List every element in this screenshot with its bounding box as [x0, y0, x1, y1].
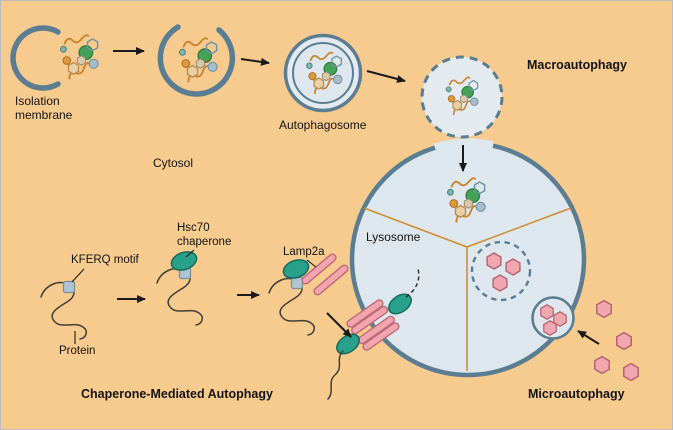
arrow-hexagons-to-pocket: [577, 330, 600, 345]
arrow-phagophore-to-autophagosome: [240, 57, 270, 66]
inner-membrane: [292, 42, 354, 104]
macroautophagy-label: Macroautophagy: [527, 58, 628, 72]
cytosol-label: Cytosol: [153, 156, 194, 170]
fusing-vesicle: [420, 55, 504, 139]
lamp2a-rod: [362, 322, 400, 351]
cargo-particles: [61, 35, 99, 79]
arrow-complex-to-membrane: [326, 312, 352, 338]
microautophagy-label: Microautophagy: [528, 387, 625, 401]
lamp2a-pointer-line: [306, 259, 317, 268]
microautophagy-substrate-hexagons: [594, 299, 639, 382]
pink-hexagon: [623, 362, 639, 382]
pink-hexagon: [505, 258, 521, 276]
cma-protein: [40, 280, 88, 340]
protein-label: Protein: [59, 345, 96, 357]
lysosome-membrane: [349, 140, 587, 378]
cma-protein-hsc70: [156, 251, 204, 326]
arrow-autophagosome-to-vesicle: [366, 70, 406, 83]
isolation-membrane-label: Isolation membrane: [15, 94, 73, 123]
lamp2a-rod: [301, 253, 337, 285]
kferq-pointer-line: [71, 268, 85, 283]
lamp2a-rod: [351, 305, 389, 335]
lysosome-body: [349, 138, 587, 378]
pink-hexagon: [492, 274, 508, 292]
kferq-motif-square: [62, 280, 76, 294]
pink-hexagon: [486, 252, 502, 270]
flow-arrows: [113, 47, 600, 345]
microautophagy-invagination-dashed-circle: [470, 240, 532, 302]
microautophagy-pocket: [531, 296, 575, 340]
pink-hexagon: [616, 331, 632, 351]
hsc70-chaperone-oval: [282, 259, 310, 279]
kferq-motif-square: [290, 276, 304, 290]
fusion-opening: [433, 138, 494, 153]
hsc70-chaperone-label: Hsc70 chaperone: [177, 222, 232, 248]
cma-lamp2a-complex: [268, 253, 349, 336]
expanding-phagophore: [157, 24, 236, 97]
chaperone-mediated-autophagy-label: Chaperone-Mediated Autophagy: [81, 387, 273, 401]
lysosomal-hsc70-oval: [388, 293, 412, 315]
label-pointer-lines: [71, 249, 317, 344]
autophagosome-label: Autophagosome: [279, 118, 367, 132]
lamp2a-rod: [346, 299, 384, 328]
pink-hexagon: [596, 299, 612, 319]
pink-hexagon: [540, 304, 554, 320]
autophagosome-shape: [283, 33, 363, 113]
lysosome-label: Lysosome: [366, 230, 421, 244]
lamp2a-rod: [313, 264, 349, 296]
pink-hexagon: [543, 320, 557, 336]
hsc70-chaperone-oval: [170, 251, 198, 271]
hsc70-pointer-line: [185, 249, 195, 258]
isolation-membrane-shape: [10, 25, 99, 91]
unfolding-protein-squiggle: [327, 350, 344, 400]
cma-translocation-complex: [327, 268, 420, 400]
kferq-motif-label: KFERQ motif: [71, 254, 139, 266]
lysosome-divider-lines: [363, 207, 572, 371]
cargo-particles: [180, 38, 218, 82]
translocating-protein-dashed: [405, 268, 420, 298]
pink-hexagon: [594, 355, 610, 375]
lamp2a-label: Lamp2a: [283, 246, 325, 258]
